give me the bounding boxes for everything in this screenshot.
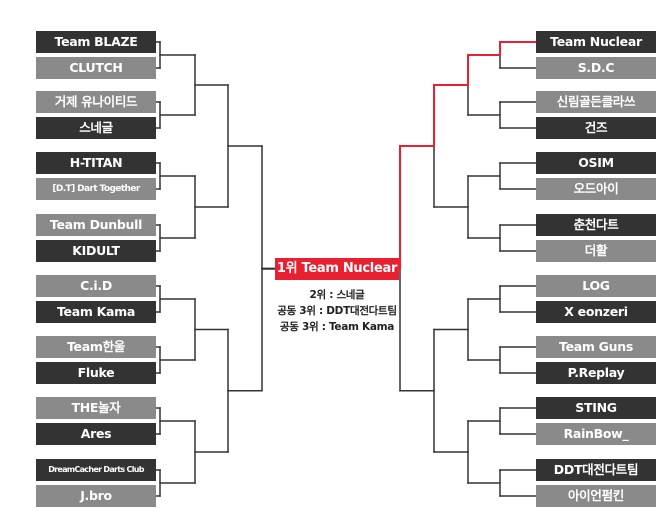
right-team-7: 춘천다트: [536, 214, 656, 236]
left-team-9: C.i.D: [36, 275, 156, 297]
left-team-3: 거제 유나이티드: [36, 91, 156, 113]
left-team-5: H-TITAN: [36, 152, 156, 174]
third-place-b: 공동 3위 : Team Kama: [279, 321, 395, 333]
right-team-1: Team Nuclear: [536, 31, 656, 53]
left-team-12: Fluke: [36, 362, 156, 384]
right-team-10: X eonzeri: [536, 301, 656, 323]
right-team-13: STING: [536, 397, 656, 419]
right-team-16: 아이언펌킨: [536, 485, 656, 507]
left-team-10: Team Kama: [36, 301, 156, 323]
right-team-4: 건즈: [536, 117, 656, 139]
right-team-9: LOG: [536, 275, 656, 297]
right-team-15: DDT대전다트팀: [536, 459, 656, 481]
champion-box: 1위 Team Nuclear: [275, 258, 399, 280]
left-team-13: THE놀자: [36, 397, 156, 419]
right-team-6: 오드아이: [536, 178, 656, 200]
right-team-2: S.D.C: [536, 57, 656, 79]
left-team-7: Team Dunbull: [36, 214, 156, 236]
left-team-15: DreamCacher Darts Club: [36, 459, 156, 481]
left-team-2: CLUTCH: [36, 57, 156, 79]
results-summary: 2위 : 스네글 공동 3위 : DDT대전다트팀 공동 3위 : Team K…: [255, 287, 419, 335]
left-team-14: Ares: [36, 423, 156, 445]
right-team-14: RainBow_: [536, 423, 656, 445]
left-team-6: [D.T] Dart Together: [36, 178, 156, 200]
right-team-3: 신림골든클라쓰: [536, 91, 656, 113]
third-place-a: 공동 3위 : DDT대전다트팀: [277, 305, 397, 317]
right-team-12: P.Replay: [536, 362, 656, 384]
left-team-16: J.bro: [36, 485, 156, 507]
second-place: 2위 : 스네글: [309, 289, 365, 301]
left-team-1: Team BLAZE: [36, 31, 156, 53]
right-team-11: Team Guns: [536, 336, 656, 358]
left-team-11: Team한울: [36, 336, 156, 358]
right-team-8: 더활: [536, 240, 656, 262]
right-team-5: OSIM: [536, 152, 656, 174]
left-team-4: 스네글: [36, 117, 156, 139]
left-team-8: KIDULT: [36, 240, 156, 262]
